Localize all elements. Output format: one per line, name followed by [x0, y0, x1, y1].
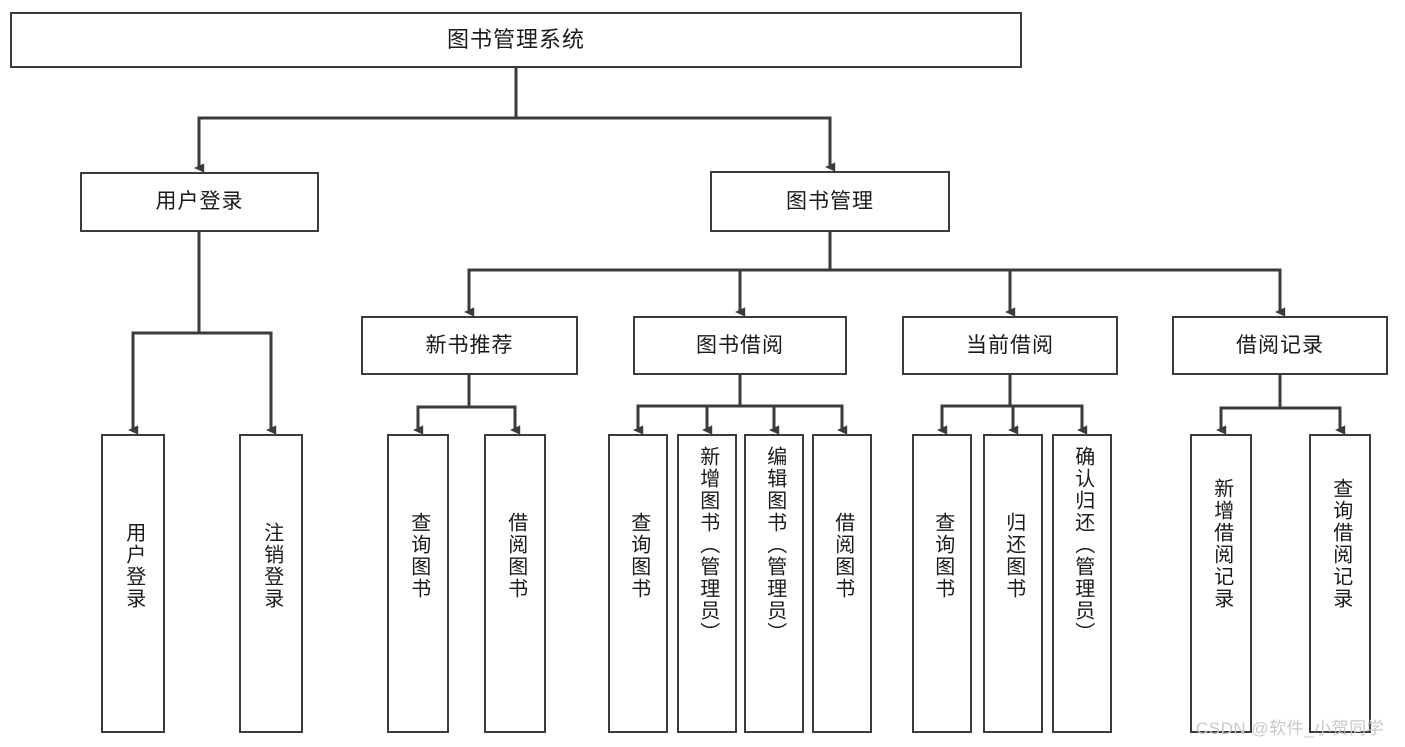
node-leaf-cb-return[interactable]: 归还图书	[983, 434, 1043, 733]
node-leaf-br-add[interactable]: 新增借阅记录	[1190, 434, 1252, 733]
node-root-label: 图书管理系统	[446, 26, 585, 52]
node-current-borrow-label: 当前借阅	[966, 333, 1054, 357]
node-leaf-bb-query-label: 查询图书	[627, 512, 650, 600]
node-leaf-user-logout-label: 注销登录	[260, 522, 283, 610]
node-leaf-cb-query[interactable]: 查询图书	[912, 434, 972, 733]
node-leaf-rec-query-label: 查询图书	[407, 512, 430, 600]
node-leaf-bb-borrow-label: 借阅图书	[831, 512, 854, 600]
node-leaf-bb-edit[interactable]: 编辑图书（管理员）	[744, 434, 804, 733]
node-leaf-bb-add[interactable]: 新增图书（管理员）	[677, 434, 737, 733]
node-leaf-rec-query[interactable]: 查询图书	[387, 434, 449, 733]
node-root[interactable]: 图书管理系统	[10, 12, 1022, 68]
node-book-borrow[interactable]: 图书借阅	[633, 316, 847, 375]
node-user-login-label: 用户登录	[155, 190, 244, 214]
node-new-book-rec[interactable]: 新书推荐	[361, 316, 578, 375]
node-leaf-user-logout[interactable]: 注销登录	[239, 434, 303, 733]
node-leaf-cb-confirm-label: 确认归还（管理员）	[1071, 446, 1094, 644]
node-borrow-record[interactable]: 借阅记录	[1172, 316, 1388, 375]
node-leaf-user-login[interactable]: 用户登录	[101, 434, 165, 733]
node-leaf-br-query[interactable]: 查询借阅记录	[1309, 434, 1371, 733]
node-leaf-cb-query-label: 查询图书	[931, 512, 954, 600]
node-book-manage[interactable]: 图书管理	[710, 171, 950, 232]
node-current-borrow[interactable]: 当前借阅	[902, 316, 1118, 375]
node-leaf-cb-return-label: 归还图书	[1002, 512, 1025, 600]
node-borrow-record-label: 借阅记录	[1236, 333, 1324, 357]
node-leaf-bb-query[interactable]: 查询图书	[608, 434, 668, 733]
node-book-manage-label: 图书管理	[786, 189, 874, 213]
node-leaf-rec-borrow-label: 借阅图书	[504, 512, 527, 600]
node-user-login[interactable]: 用户登录	[80, 172, 319, 232]
node-leaf-cb-confirm[interactable]: 确认归还（管理员）	[1052, 434, 1112, 733]
node-leaf-br-query-label: 查询借阅记录	[1329, 478, 1352, 610]
node-book-borrow-label: 图书借阅	[696, 333, 784, 357]
node-leaf-bb-borrow[interactable]: 借阅图书	[812, 434, 872, 733]
node-new-book-rec-label: 新书推荐	[425, 333, 514, 357]
node-leaf-br-add-label: 新增借阅记录	[1210, 478, 1233, 610]
csdn-watermark: CSDN @软件_小贺同学	[1196, 719, 1385, 738]
node-leaf-bb-edit-label: 编辑图书（管理员）	[763, 446, 786, 644]
node-leaf-bb-add-label: 新增图书（管理员）	[696, 446, 719, 644]
node-leaf-rec-borrow[interactable]: 借阅图书	[484, 434, 546, 733]
node-leaf-user-login-label: 用户登录	[122, 522, 145, 610]
